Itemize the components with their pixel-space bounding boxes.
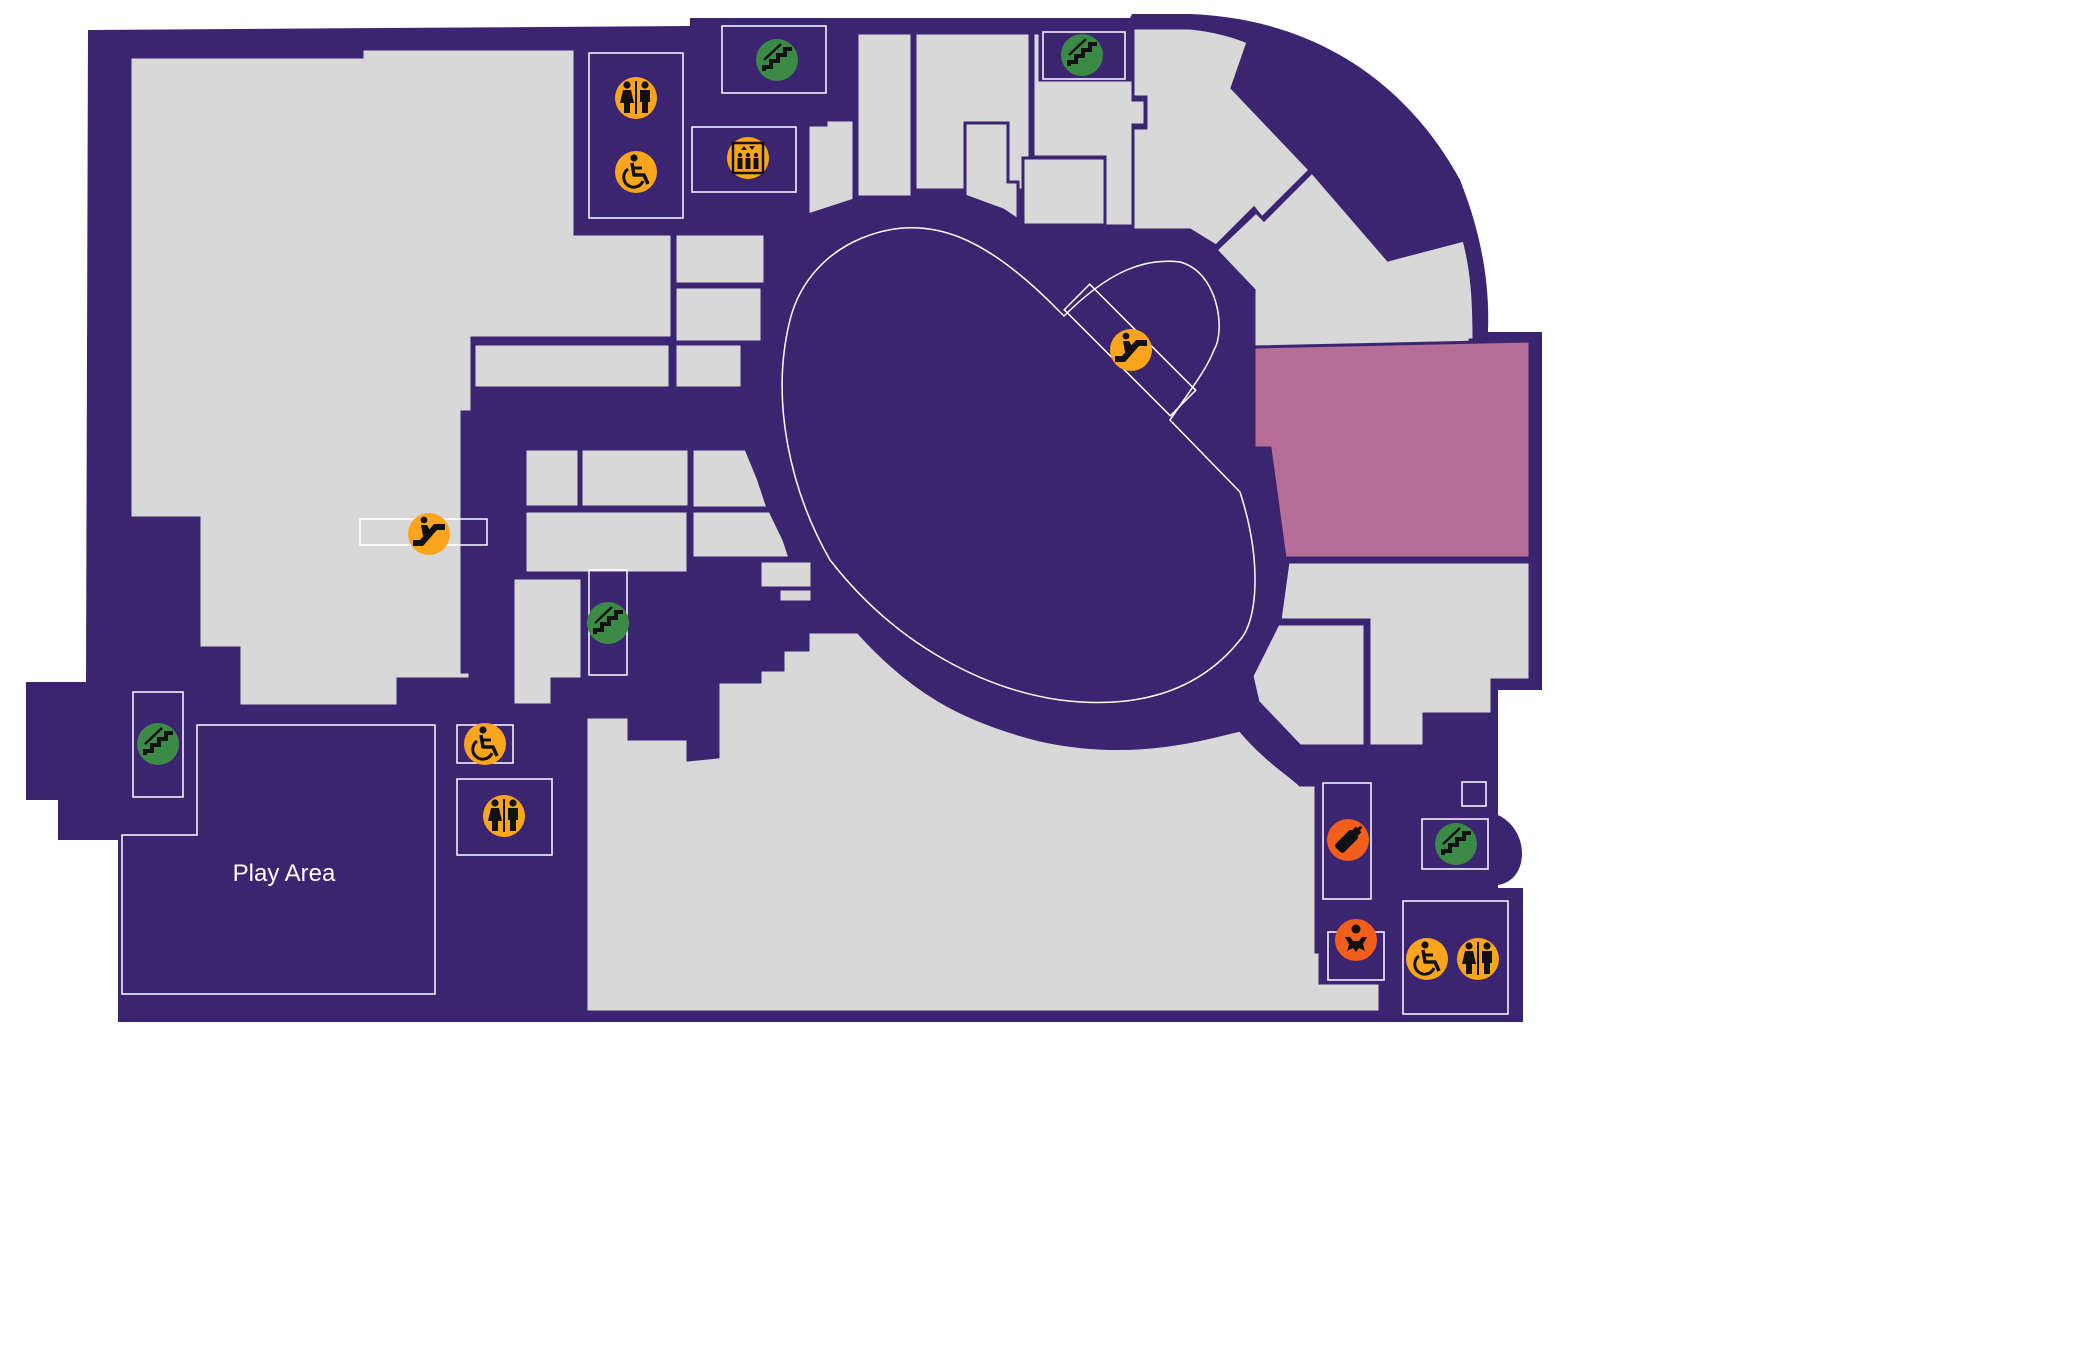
bay-restrooms-north bbox=[588, 52, 684, 219]
bay-stairs-north bbox=[721, 25, 827, 94]
store-unit-m6[interactable] bbox=[758, 559, 814, 590]
restroom-icon-glyph bbox=[1462, 942, 1492, 975]
store-units bbox=[128, 26, 1532, 1014]
bay-small-east bbox=[1461, 781, 1487, 807]
escalator-icon[interactable] bbox=[408, 513, 450, 555]
wheelchair-icon[interactable] bbox=[464, 723, 506, 765]
restroom-icon[interactable] bbox=[615, 77, 657, 119]
store-unit-n4[interactable] bbox=[963, 121, 1020, 223]
bay-stairs-east bbox=[1421, 818, 1489, 870]
store-unit-e2[interactable] bbox=[1278, 560, 1532, 748]
stairs-icon[interactable] bbox=[137, 723, 179, 765]
poi-markers bbox=[137, 34, 1499, 980]
bay-stairs-southwest bbox=[132, 691, 184, 798]
stairs-icon[interactable] bbox=[756, 39, 798, 81]
store-unit-south-anchor[interactable] bbox=[584, 630, 1382, 1014]
stairs-icon[interactable] bbox=[1061, 34, 1103, 76]
store-unit-w3[interactable] bbox=[472, 342, 672, 390]
atrium-void-outline bbox=[781, 226, 1256, 704]
restroom-icon-glyph bbox=[620, 81, 650, 114]
wheelchair-icon[interactable] bbox=[615, 151, 657, 193]
store-unit-m2[interactable] bbox=[579, 447, 691, 509]
play-area[interactable]: Play Area bbox=[121, 724, 436, 995]
store-unit-ne[interactable] bbox=[1131, 26, 1313, 248]
bay-nursing bbox=[1322, 782, 1372, 900]
store-unit-m1[interactable] bbox=[523, 447, 581, 509]
play-area-outline bbox=[121, 724, 436, 995]
bay-stairs-northeast bbox=[1042, 31, 1126, 80]
baby-bottle-icon[interactable] bbox=[1327, 819, 1369, 861]
store-unit-w4[interactable] bbox=[673, 342, 744, 390]
store-unit-highlighted[interactable] bbox=[1252, 339, 1532, 560]
baby-change-marker bbox=[1335, 919, 1377, 961]
bay-restrooms-south bbox=[456, 778, 553, 856]
store-unit-n2[interactable] bbox=[855, 31, 914, 199]
store-unit-west-anchor[interactable] bbox=[128, 47, 674, 708]
stairs-icon[interactable] bbox=[1435, 823, 1477, 865]
restroom-icon[interactable] bbox=[1457, 938, 1499, 980]
store-unit-n1[interactable] bbox=[806, 118, 856, 218]
store-unit-m5[interactable] bbox=[690, 509, 793, 560]
store-unit-m7[interactable] bbox=[777, 587, 814, 604]
baby-change-icon[interactable] bbox=[1335, 919, 1377, 961]
restroom-icon[interactable] bbox=[483, 795, 525, 837]
bay-elevator bbox=[691, 126, 797, 193]
bay-amenities-southeast bbox=[1402, 900, 1509, 1015]
store-unit-w1[interactable] bbox=[673, 232, 767, 286]
restroom-icon-glyph bbox=[488, 799, 518, 832]
wheelchair-icon[interactable] bbox=[1406, 938, 1448, 980]
store-unit-w2[interactable] bbox=[673, 285, 764, 344]
escalator-icon[interactable] bbox=[1110, 329, 1152, 371]
play-area-label: Play Area bbox=[233, 860, 336, 887]
store-unit-m4[interactable] bbox=[523, 509, 690, 575]
store-unit-m3[interactable] bbox=[690, 447, 771, 510]
store-unit-m8[interactable] bbox=[511, 576, 584, 707]
store-unit-e3[interactable] bbox=[1250, 622, 1367, 748]
store-unit-n5[interactable] bbox=[1021, 156, 1107, 227]
stairs-icon[interactable] bbox=[587, 602, 629, 644]
elevator-icon[interactable] bbox=[727, 137, 769, 179]
